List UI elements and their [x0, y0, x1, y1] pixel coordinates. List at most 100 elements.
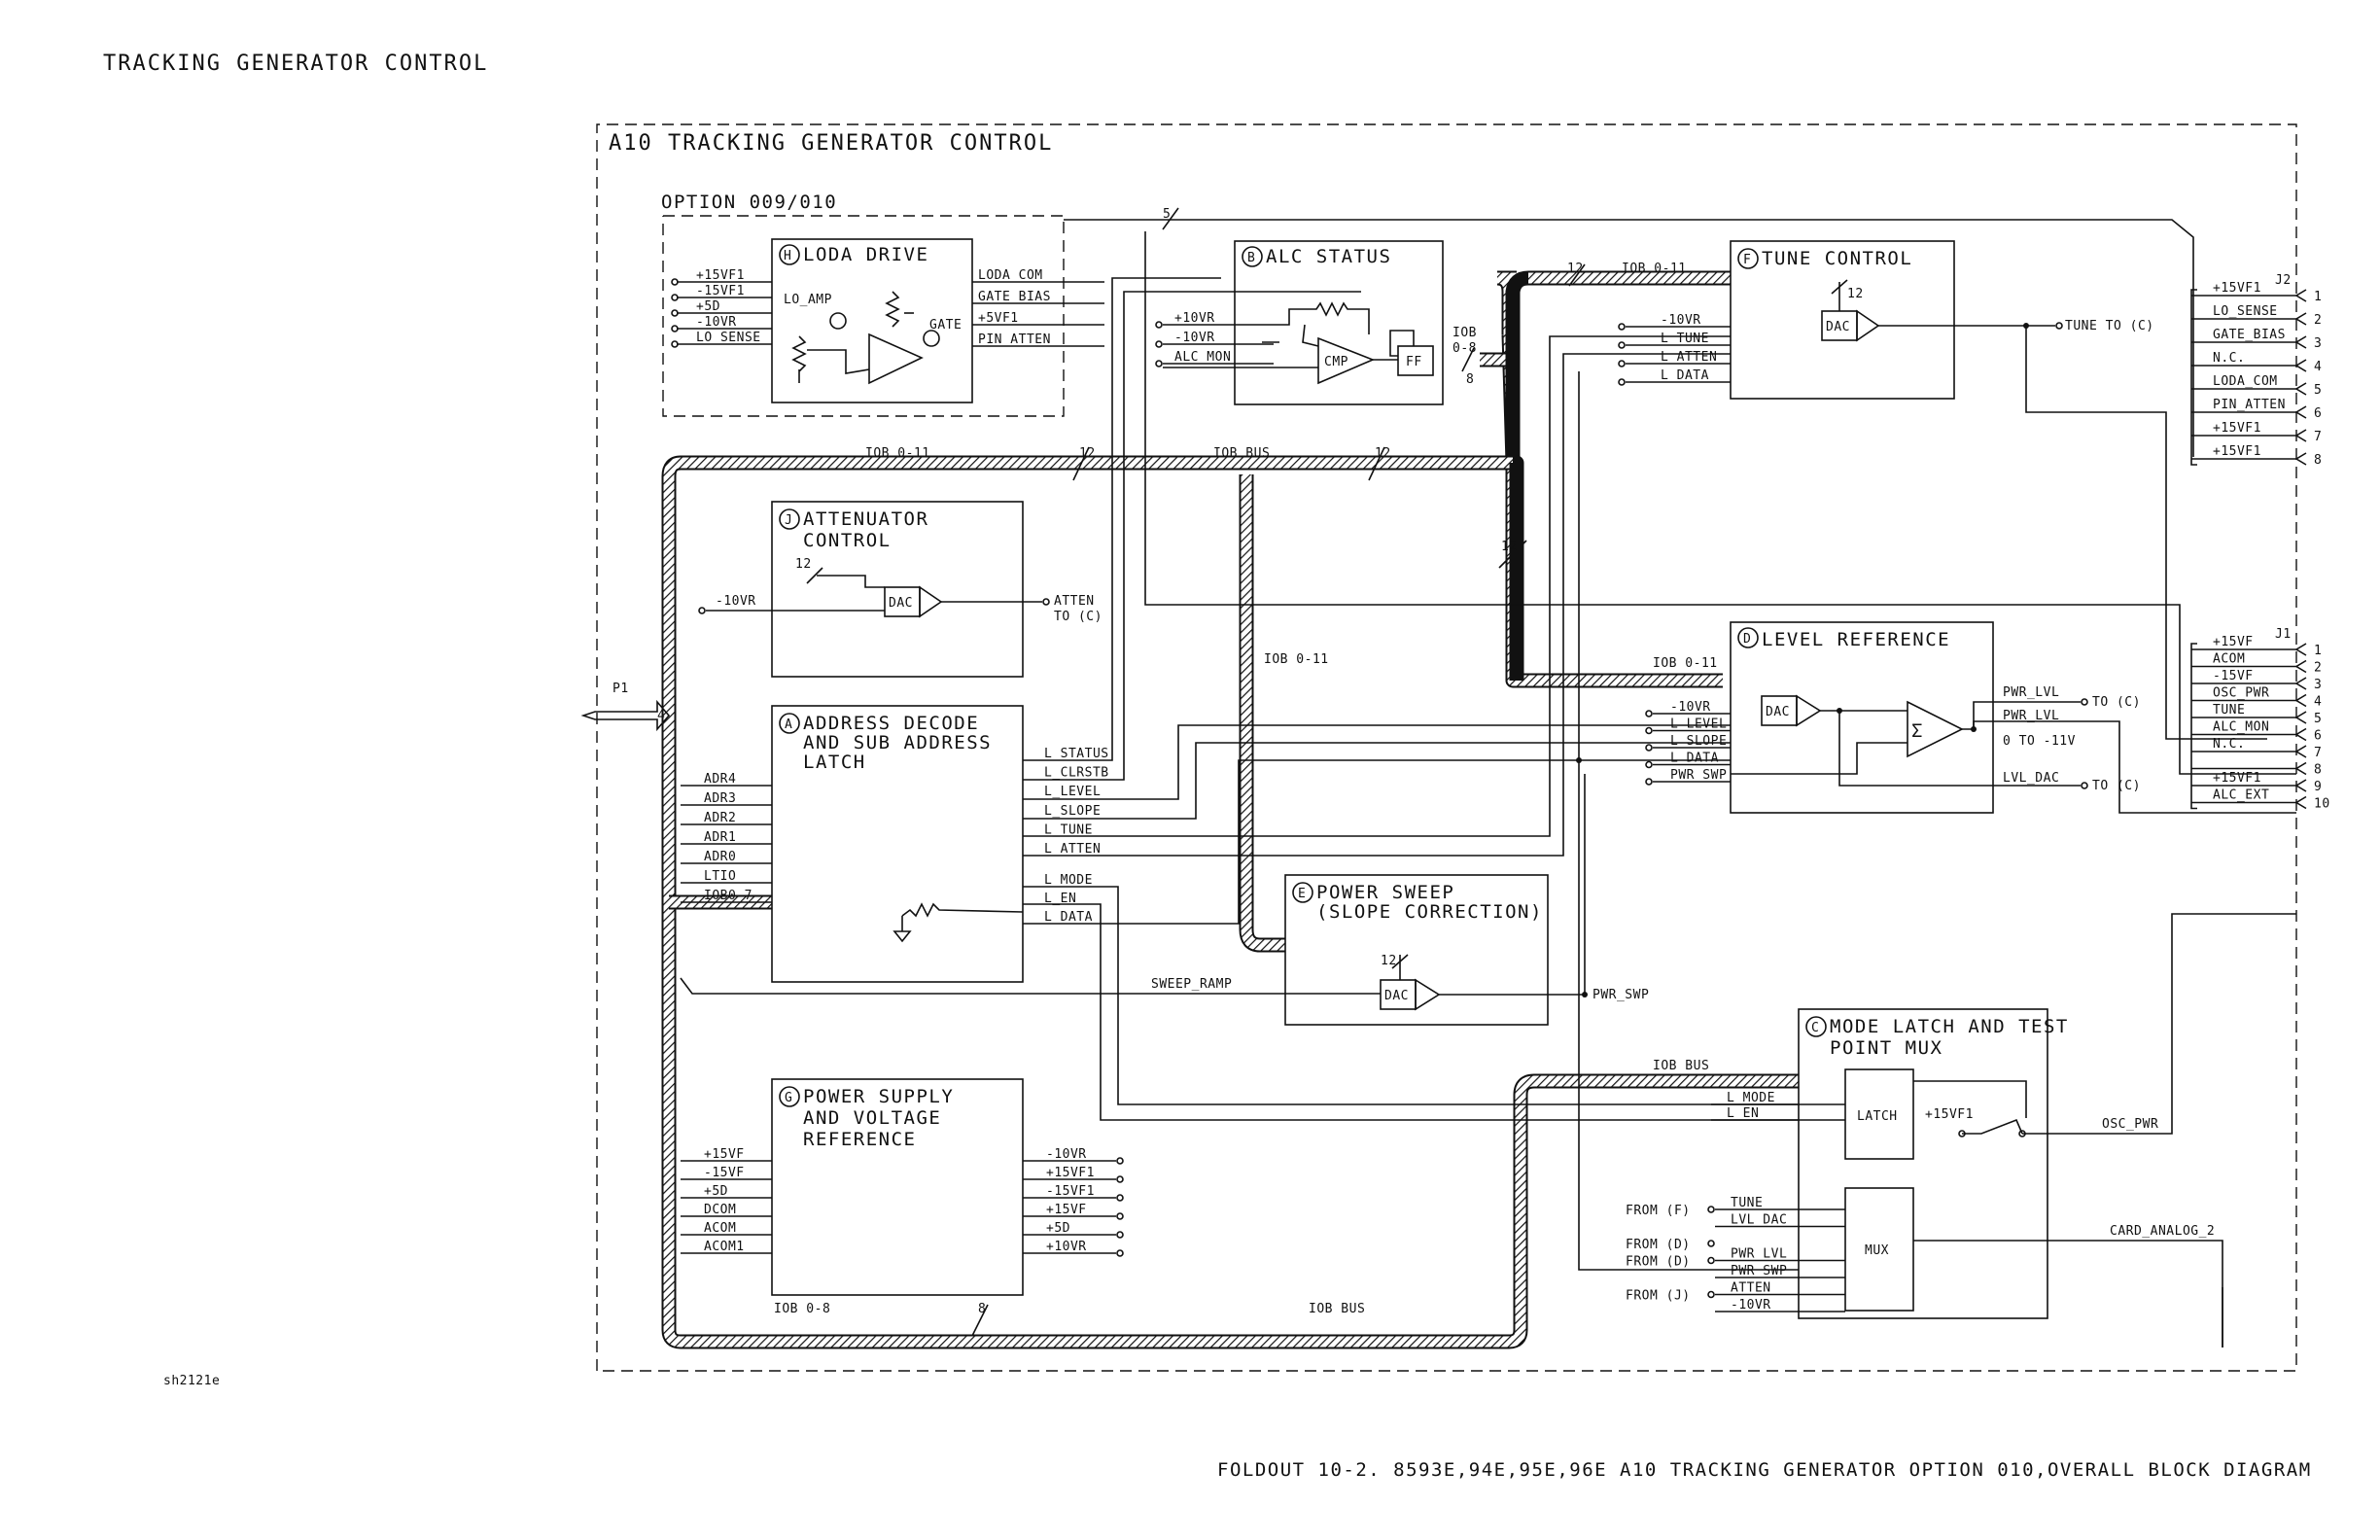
j2-pin-signal: +15VF1 [2213, 444, 2261, 459]
alc-input-terminal [1155, 340, 1163, 348]
j2-pin-signal: PIN_ATTEN [2213, 398, 2286, 412]
loda-output-label: PIN_ATTEN [978, 332, 1051, 347]
psu-title3: REFERENCE [803, 1129, 916, 1150]
j1-pin-number: 4 [2314, 695, 2322, 710]
psu-output-terminal [1116, 1157, 1124, 1165]
j2-bracket [2190, 289, 2197, 466]
loda-input-label: +5D [696, 299, 720, 314]
psu-input-label: ACOM [704, 1221, 736, 1236]
loda-output-label: GATE_BIAS [978, 290, 1051, 304]
j1-pin-arrow [2294, 727, 2307, 742]
j1-name: J1 [2275, 627, 2292, 642]
alc-input-label: ALC_MON [1174, 350, 1231, 365]
j1-pin-arrow [2294, 745, 2307, 758]
p1-label: P1 [612, 682, 629, 696]
j2-pin-arrow [2294, 382, 2307, 396]
level-input-terminal [1645, 726, 1653, 735]
tune-input-terminal [1618, 378, 1626, 386]
mux-input-terminal [1707, 1206, 1715, 1213]
assembly-outline: A10 TRACKING GENERATOR CONTROL OPTION 00… [596, 123, 2297, 1372]
level-to-c1: TO (C) [2092, 695, 2141, 710]
loda-input-label: -10VR [696, 315, 737, 330]
addr-output-label: L_ATTEN [1044, 842, 1101, 857]
bus-label-iob-bottom: IOB 0-8 [774, 1302, 830, 1316]
tune-dac-label: DAC [1826, 320, 1850, 334]
sweep-ramp: SWEEP_RAMP [1151, 977, 1232, 992]
psu-input-label: +15VF [704, 1147, 745, 1162]
j1-pin-signal: TUNE [2213, 703, 2245, 718]
loda-input-terminal [671, 340, 679, 348]
j1-connector: J11+15VF2ACOM3-15VF4OSC_PWR5TUNE6ALC_MON… [2190, 627, 2329, 812]
bus-bits-top2: 12 [1375, 446, 1391, 461]
j2-name: J2 [2275, 273, 2292, 288]
loda-input-terminal [671, 309, 679, 317]
mode-mux [1844, 1187, 1914, 1312]
level-input-terminal [1645, 710, 1653, 718]
j2-pin-arrow [2294, 359, 2307, 372]
p1-bits: 4 [657, 709, 665, 723]
j1-pin-signal: ACOM [2213, 652, 2245, 667]
mux-input-signal: PWR_LVL [1731, 1247, 1787, 1262]
alc-input-label: -10VR [1174, 331, 1215, 345]
psu-output-label: +15VF [1046, 1203, 1087, 1217]
mux-input-signal: -10VR [1731, 1298, 1771, 1312]
mux-input-signal: TUNE [1731, 1196, 1763, 1210]
mux-input-from: FROM (D) [1626, 1238, 1691, 1252]
bus-bits-vert: 12 [1501, 540, 1518, 554]
level-input-label: L_DATA [1670, 752, 1719, 766]
psu-letter: G [785, 1091, 792, 1105]
bus-label-iob-bus-top: IOB BUS [1213, 446, 1270, 461]
sweep-title2: (SLOPE CORRECTION) [1316, 901, 1543, 923]
psu-output-label: +5D [1046, 1221, 1070, 1236]
psu-output-terminal [1116, 1212, 1124, 1220]
j1-pin-arrow [2294, 677, 2307, 690]
mux-input-signal: LVL_DAC [1731, 1213, 1787, 1228]
level-bus-label: IOB 0-11 [1653, 656, 1718, 671]
bus-label-iob-top: IOB 0-11 [865, 446, 930, 461]
mux-input-terminal [1707, 1290, 1715, 1299]
tune-letter: F [1743, 253, 1751, 267]
iob-bus [661, 270, 1808, 1349]
j1-pin-number: 1 [2314, 644, 2322, 658]
addr-title1: ADDRESS DECODE [803, 713, 979, 734]
tune-bus-label: IOB 0-11 [1622, 262, 1687, 276]
j1-pin-signal: ALC_EXT [2213, 788, 2269, 803]
psu-input-label: +5D [704, 1184, 728, 1199]
j2-pin-signal: +15VF1 [2213, 281, 2261, 296]
loda-letter: H [784, 249, 791, 263]
loda-lo-amp: LO_AMP [784, 293, 832, 307]
mode-osc: OSC_PWR [2102, 1117, 2158, 1132]
j1-pin-arrow [2294, 693, 2307, 708]
option-label: OPTION 009/010 [661, 192, 837, 213]
loda-input-terminal [671, 278, 679, 286]
p1-connector-arrow [580, 699, 671, 732]
mux-input-from: FROM (J) [1626, 1289, 1691, 1304]
alc-bus-range: 0-8 [1452, 341, 1477, 356]
page-title: TRACKING GENERATOR CONTROL [103, 52, 488, 76]
j1-pin-arrow [2294, 779, 2307, 792]
level-range: 0 TO -11V [2003, 734, 2076, 749]
j1-pin-number: 8 [2314, 763, 2322, 778]
psu-output-terminal [1116, 1194, 1124, 1202]
loda-title: LODA DRIVE [803, 244, 928, 265]
alc-title: ALC STATUS [1266, 246, 1391, 267]
sweep-letter: E [1298, 887, 1306, 901]
sheet-id: sh2121e [163, 1374, 220, 1388]
psu-output-label: +15VF1 [1046, 1166, 1095, 1180]
level-pwr-lvl2: PWR_LVL [2003, 709, 2059, 723]
level-pwr-lvl1: PWR_LVL [2003, 685, 2059, 700]
psu-output-terminal [1116, 1249, 1124, 1257]
level-input-label: L_LEVEL [1670, 718, 1727, 732]
loda-input-label: +15VF1 [696, 268, 745, 283]
bus-bits-top: 12 [1079, 446, 1096, 461]
addr-outputs: L_STATUSL_CLRSTBL_LEVELL_SLOPEL_TUNEL_AT… [1044, 747, 1108, 925]
mode-title1: MODE LATCH AND TEST [1830, 1016, 2069, 1037]
level-letter: D [1743, 632, 1751, 647]
